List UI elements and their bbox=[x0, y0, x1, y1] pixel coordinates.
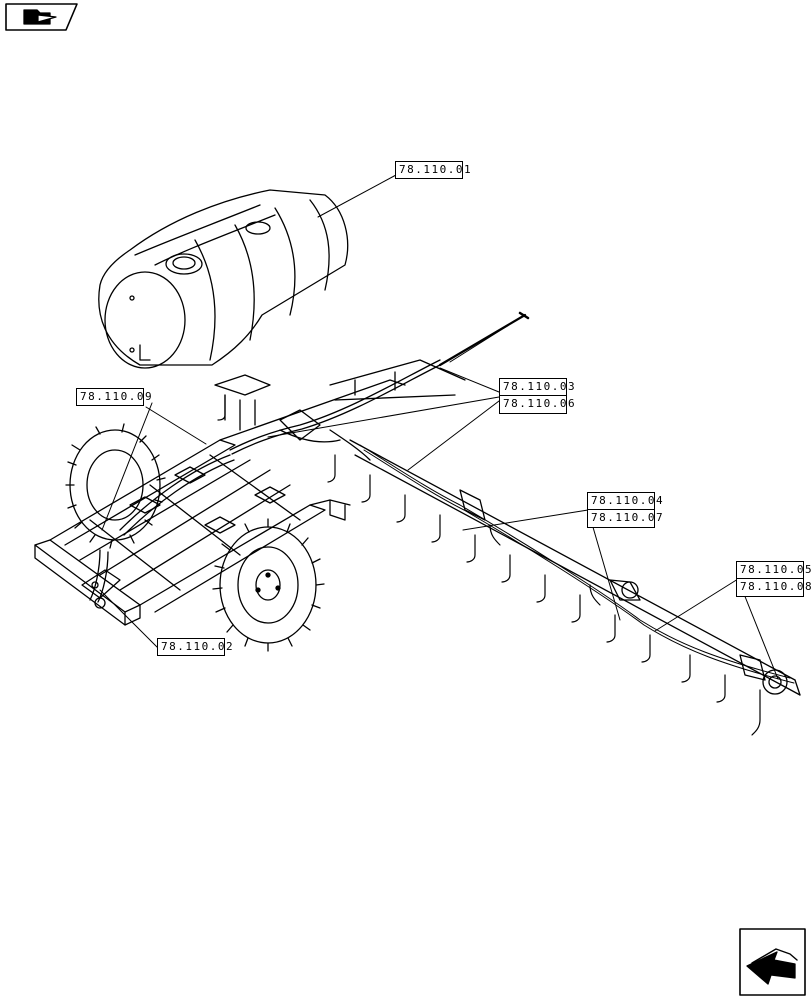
callout-78-110-06[interactable]: 78.110.06 bbox=[499, 396, 575, 414]
leader-lines bbox=[99, 174, 779, 680]
front-wheel-drawing bbox=[212, 518, 325, 652]
callout-78-110-02[interactable]: 78.110.02 bbox=[157, 638, 233, 656]
callout-78-110-04[interactable]: 78.110.04 bbox=[587, 492, 663, 510]
chassis-frame-drawing bbox=[34, 359, 466, 626]
callout-78-110-08[interactable]: 78.110.08 bbox=[736, 579, 812, 597]
hose-routing-drawing bbox=[81, 311, 530, 609]
toolbar-beam-drawing bbox=[329, 429, 801, 696]
callout-78-110-09[interactable]: 78.110.09 bbox=[76, 388, 152, 406]
callout-78-110-05[interactable]: 78.110.05 bbox=[736, 561, 812, 579]
callout-78-110-03[interactable]: 78.110.03 bbox=[499, 378, 575, 396]
tank-drawing bbox=[98, 189, 349, 369]
callout-78-110-01[interactable]: 78.110.01 bbox=[395, 161, 471, 179]
callout-78-110-07[interactable]: 78.110.07 bbox=[587, 510, 663, 528]
next-page-arrow-icon[interactable] bbox=[739, 928, 806, 996]
folder-arrow-icon bbox=[5, 3, 78, 31]
tines-drawing bbox=[217, 394, 761, 736]
rear-wheel-drawing bbox=[65, 423, 166, 549]
